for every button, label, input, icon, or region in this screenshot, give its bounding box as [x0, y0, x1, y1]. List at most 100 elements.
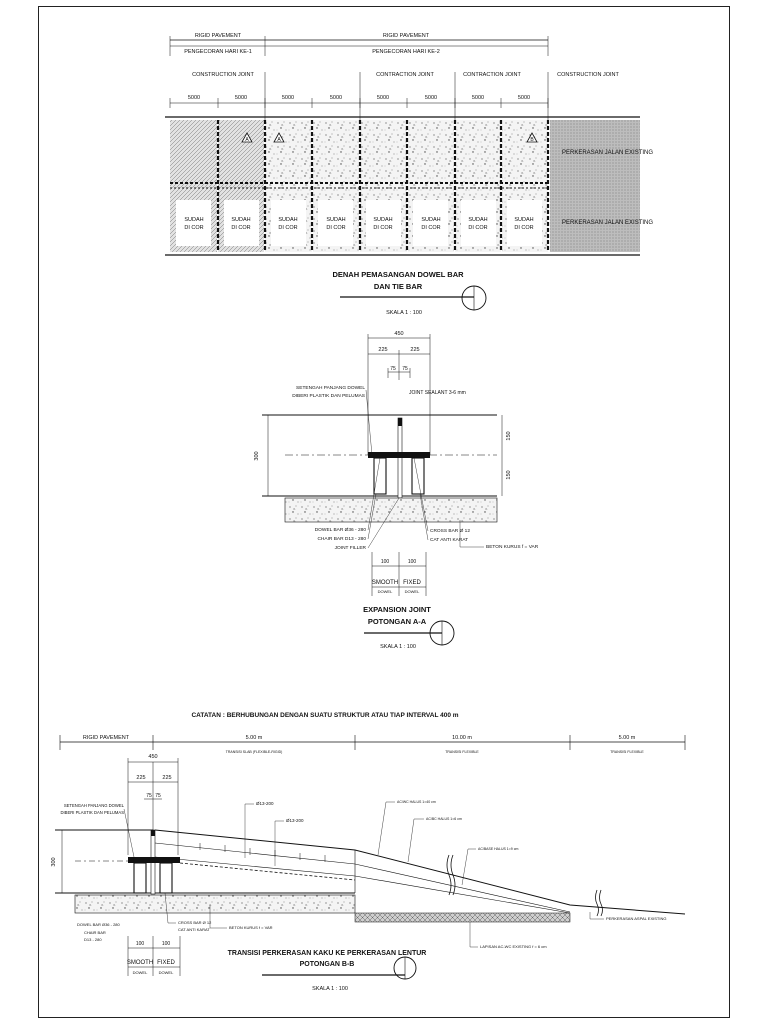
section-b-transition: CATATAN : BERHUBUNGAN DENGAN SUATU STRUK… — [51, 712, 686, 992]
sb-half-dowel-2: DIBERI PLASTIK DAN PELUMAS — [60, 810, 124, 815]
sb-sub3: TRANSISI FLEXIBLE — [610, 750, 644, 754]
sa-joint-sealant: JOINT SEALANT 3-6 mm — [409, 390, 466, 396]
sa-title-2: POTONGAN A-A — [368, 617, 427, 626]
sb-note: CATATAN : BERHUBUNGAN DENGAN SUATU STRUK… — [191, 712, 458, 719]
sb-chair-bar-2: D13 - 280 — [84, 937, 102, 942]
sb-w1: 100 — [136, 941, 145, 947]
sa-dowel-1: DOWEL — [378, 589, 393, 594]
plan-sudah-4: SUDAH — [326, 217, 345, 223]
sb-dowel-bar — [128, 857, 180, 863]
sb-smooth: SMOOTH — [127, 960, 153, 966]
sb-existing-layer — [354, 912, 571, 923]
sb-title-1: TRANSISI PERKERASAN KAKU KE PERKERASAN L… — [228, 950, 427, 957]
plan-sudah-7: SUDAH — [468, 217, 487, 223]
sa-title-1: EXPANSION JOINT — [363, 605, 431, 614]
plan-joint-3: CONTRACTION JOINT — [463, 72, 521, 78]
plan-dicor-5: DI COR — [373, 225, 392, 231]
svg-text:A: A — [277, 137, 281, 143]
plan-existing-pavement — [550, 120, 640, 252]
plan-existing-label-1: PERKERASAN JALAN EXISTING — [562, 150, 653, 156]
sb-len3: 5.00 m — [619, 735, 636, 741]
plan-sudah-2: SUDAH — [231, 217, 250, 223]
plan-sudah-6: SUDAH — [421, 217, 440, 223]
plan-top-label-1: RIGID PAVEMENT — [195, 33, 242, 39]
plan-dicor-7: DI COR — [468, 225, 487, 231]
plan-dicor-6: DI COR — [421, 225, 440, 231]
sa-h-bot: 150 — [506, 470, 512, 479]
sb-rebar-2: Ø13-200 — [286, 818, 304, 823]
sa-dim-s1: 75 — [390, 366, 396, 372]
sb-dowel-1: DOWEL — [133, 970, 148, 975]
plan-dim-1: 5000 — [188, 95, 200, 101]
sb-w2: 100 — [162, 941, 171, 947]
sa-dowel-2: DOWEL — [405, 589, 420, 594]
plan-dim-2: 5000 — [235, 95, 247, 101]
sb-len1: 5.00 m — [246, 735, 263, 741]
sa-subbase — [284, 497, 498, 523]
sb-dim-s1: 75 — [146, 793, 152, 799]
sb-ac-wc: AC/WC HALUS 1=40 cm — [397, 800, 436, 804]
sa-dowel-bar — [368, 452, 430, 458]
plan-sudah-1: SUDAH — [184, 217, 203, 223]
plan-dim-7: 5000 — [472, 95, 484, 101]
plan-day-1: PENGECORAN HARI KE-1 — [184, 49, 252, 55]
sb-cat-label: CAT ANTI KARAT — [178, 927, 210, 932]
sa-half-dowel-1: SETENGAH PANJANG DOWEL — [296, 385, 365, 391]
plan-dim-8: 5000 — [518, 95, 530, 101]
plan-title-1: DENAH PEMASANGAN DOWEL BAR — [332, 270, 464, 279]
plan-dicor-8: DI COR — [514, 225, 533, 231]
sb-half-dowel-1: SETENGAH PANJANG DOWEL — [64, 803, 125, 808]
sb-ac-base: AC/BASE HALUS 1=9 cm — [478, 847, 518, 851]
sb-chair-bar-1: CHAIR BAR — [84, 930, 106, 935]
section-a-expansion-joint: 450 225 225 75 75 SETENGAH PANJANG DOWEL… — [254, 331, 539, 650]
plan-dicor-3: DI COR — [278, 225, 297, 231]
drawing-sheet-border — [38, 6, 730, 1018]
svg-text:B: B — [530, 137, 534, 143]
sa-joint-filler-label: JOINT FILLER — [335, 545, 367, 551]
sb-len2: 10.00 m — [452, 735, 472, 741]
sb-dowel-2: DOWEL — [159, 970, 174, 975]
sa-beton-kurus-label: BETON KURUS f = VAR — [486, 544, 539, 550]
sa-dim-total: 450 — [394, 331, 403, 337]
sb-scale: SKALA 1 : 100 — [312, 986, 348, 992]
plan-dim-5: 5000 — [377, 95, 389, 101]
plan-title-2: DAN TIE BAR — [374, 282, 423, 291]
sa-fixed: FIXED — [403, 580, 421, 586]
sb-dowel-bar-label: DOWEL BAR Ø36 - 280 — [77, 922, 121, 927]
sb-title-2: POTONGAN B-B — [300, 961, 355, 968]
plan-dicor-4: DI COR — [326, 225, 345, 231]
plan-scale: SKALA 1 : 100 — [386, 310, 422, 316]
sa-h-top: 150 — [506, 431, 512, 440]
plan-joint-2: CONTRACTION JOINT — [376, 72, 434, 78]
sb-cross-bar-label: CROSS BAR Ø 12 — [178, 920, 212, 925]
sb-dim-left: 225 — [136, 775, 145, 781]
plan-existing-label-2: PERKERASAN JALAN EXISTING — [562, 220, 653, 226]
sb-existing-label: LAPISAN AC-WC EXISTING f = 6 cm — [480, 944, 547, 949]
sb-h-total: 300 — [51, 857, 57, 866]
plan-top-label-2: RIGID PAVEMENT — [383, 33, 430, 39]
sa-dim-s2: 75 — [402, 366, 408, 372]
sa-h-total: 300 — [254, 451, 260, 460]
sb-existing-flex-label: PERKERASAN ASPAL EXISTING — [606, 916, 666, 921]
sa-w1: 100 — [381, 559, 390, 565]
plan-dim-6: 5000 — [425, 95, 437, 101]
plan-joint-4: CONSTRUCTION JOINT — [557, 72, 619, 78]
sb-subbase — [74, 894, 356, 914]
sa-chair-bar-label: CHAIR BAR D13 - 280 — [317, 536, 366, 542]
plan-sudah-3: SUDAH — [278, 217, 297, 223]
plan-dowel-tie-bar: RIGID PAVEMENT RIGID PAVEMENT PENGECORAN… — [165, 33, 653, 316]
sb-beton-kurus-label: BETON KURUS f = VAR — [229, 925, 273, 930]
sa-dowel-bar-label: DOWEL BAR Ø36 - 280 — [315, 527, 367, 533]
sb-dim-s2: 75 — [155, 793, 161, 799]
sa-half-dowel-2: DIBERI PLASTIK DAN PELUMAS — [292, 393, 365, 399]
sb-rebar-1: Ø13-200 — [256, 801, 274, 806]
sa-w2: 100 — [408, 559, 417, 565]
plan-dicor-1: DI COR — [184, 225, 203, 231]
svg-text:A: A — [245, 137, 249, 143]
sb-ac-bc: AC/BC HALUS 1=6 cm — [426, 817, 462, 821]
sb-sub1: TRANSISI SLAB (FLEXIBLE-RIGID) — [226, 750, 283, 754]
plan-dicor-2: DI COR — [231, 225, 250, 231]
sb-dim-right: 225 — [162, 775, 171, 781]
plan-joint-1: CONSTRUCTION JOINT — [192, 72, 254, 78]
sb-dim-total: 450 — [148, 754, 157, 760]
